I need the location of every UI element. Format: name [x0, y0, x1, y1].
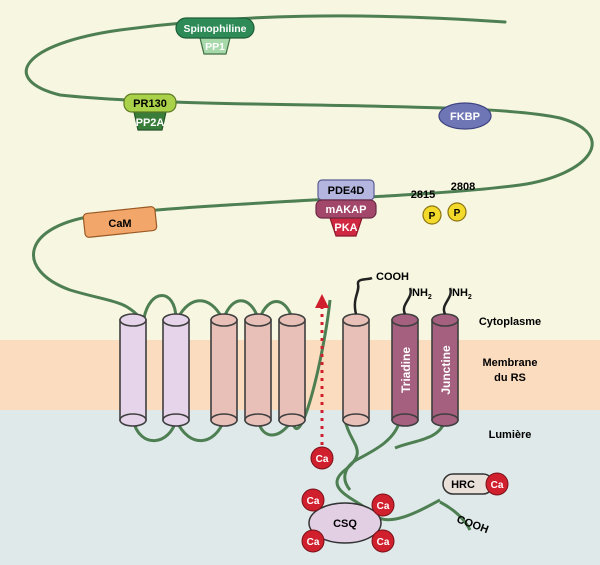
svg-text:Ca: Ca	[316, 454, 329, 465]
csq-label: CSQ	[333, 518, 357, 530]
hrc-ca-label: Ca	[491, 480, 504, 491]
calcium-release-arrow	[315, 294, 329, 445]
pp2a-label: PP2A	[136, 117, 165, 129]
helix-1	[119, 313, 147, 427]
cooh-label-top: COOH	[376, 271, 409, 283]
membrane-sublabel: du RS	[494, 372, 526, 384]
svg-text:Ca: Ca	[377, 501, 390, 512]
pr130-pp2a-complex: PR130 PP2A	[123, 93, 177, 131]
helix-junctine	[431, 313, 459, 427]
hrc-protein: HRC Ca	[442, 472, 509, 496]
receptor-cytoplasmic-chain	[24, 14, 594, 320]
phospho-2808	[447, 202, 467, 222]
helix-4	[244, 313, 272, 427]
termini	[353, 276, 452, 315]
helix-6	[342, 313, 370, 427]
phospho-2815-label: P	[429, 211, 436, 222]
csq-complex: CSQ Ca Ca Ca Ca	[301, 488, 395, 553]
csq-ca-bottom-left: Ca	[301, 529, 325, 553]
fkbp-protein: FKBP	[438, 102, 492, 130]
lumiere-label: Lumière	[489, 429, 532, 441]
spinophiline-label: Spinophiline	[184, 23, 247, 35]
svg-text:Ca: Ca	[377, 537, 390, 548]
pde4d-label: PDE4D	[328, 185, 365, 197]
helix-3	[210, 313, 238, 427]
svg-text:Ca: Ca	[307, 496, 320, 507]
pr130-label: PR130	[133, 98, 167, 110]
hrc-label: HRC	[451, 479, 475, 491]
helix-triadine	[391, 313, 419, 427]
site-2808-label: 2808	[451, 181, 475, 193]
helix-2	[162, 313, 190, 427]
site-2815-label: 2815	[411, 189, 435, 201]
cytoplasmic-loops	[142, 294, 294, 319]
csq-ca-top-right: Ca	[371, 493, 395, 517]
cytoplasm-region	[0, 0, 600, 340]
pp1-label: PP1	[205, 41, 225, 53]
csq-ca-top-left: Ca	[301, 488, 325, 512]
cytoplasme-label: Cytoplasme	[479, 316, 541, 328]
spinophiline-pp1-complex: Spinophiline PP1	[175, 17, 255, 55]
fkbp-label: FKBP	[450, 111, 480, 123]
membrane-label: Membrane	[482, 357, 537, 369]
triadine-label: Triadine	[399, 347, 413, 393]
phosphorylation-sites: 2815 2808 P P	[411, 181, 475, 225]
membrane-helices	[119, 313, 459, 427]
pka-label: PKA	[334, 222, 357, 234]
ca-ion-released: Ca	[310, 446, 334, 470]
junctine-label: Junctine	[439, 345, 453, 395]
svg-text:Ca: Ca	[307, 537, 320, 548]
phospho-2808-label: P	[454, 208, 461, 219]
nh2-label-triadine: NH2	[412, 287, 432, 301]
cam-protein: CaM	[82, 206, 158, 238]
nh2-label-junctine: NH2	[452, 287, 472, 301]
makap-label: mAKAP	[326, 204, 367, 216]
helix-5	[278, 313, 306, 427]
cam-label: CaM	[108, 218, 131, 230]
phospho-2815	[422, 205, 442, 225]
csq-ca-bottom-right: Ca	[371, 529, 395, 553]
pde4d-makap-pka-complex: PDE4D mAKAP PKA	[315, 179, 377, 237]
